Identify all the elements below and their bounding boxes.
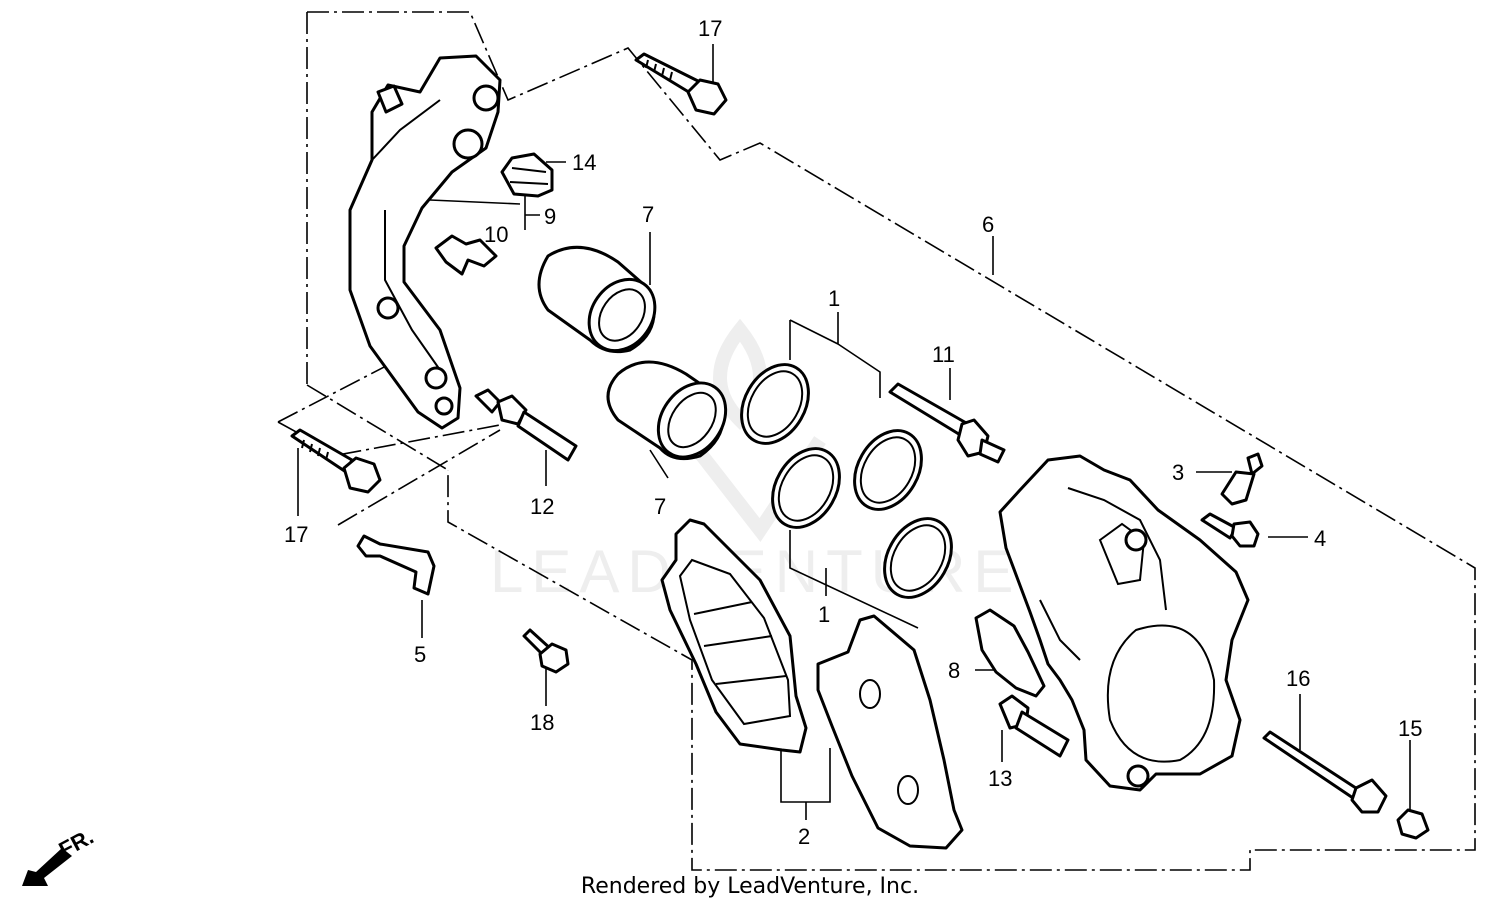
callout-9: 9 [544, 204, 556, 229]
callout-5: 5 [414, 642, 426, 667]
callout-15: 15 [1398, 716, 1422, 741]
callout-7-lower: 7 [654, 494, 666, 519]
footer-credit: Rendered by LeadVenture, Inc. [580, 874, 920, 899]
callout-4: 4 [1314, 526, 1326, 551]
bleeder-valve [1220, 452, 1264, 506]
pin-boot [500, 152, 554, 198]
piston-seal-set [740, 363, 953, 599]
callout-2: 2 [798, 824, 810, 849]
callout-17-lower: 17 [284, 522, 308, 547]
brake-pad-outer [660, 518, 808, 754]
callout-1-upper: 1 [828, 286, 840, 311]
callout-12: 12 [530, 494, 554, 519]
pin-bolt-11 [888, 382, 1006, 464]
callout-13: 13 [988, 766, 1012, 791]
callout-7-upper: 7 [642, 202, 654, 227]
piston-upper [537, 245, 657, 354]
pin-bolt-12 [474, 388, 578, 462]
bleeder-cap [1200, 512, 1260, 548]
bolt-17-lower [290, 428, 382, 494]
piston-lower [606, 360, 728, 461]
callout-18: 18 [530, 710, 554, 735]
callout-11: 11 [932, 342, 955, 367]
leader-lines [297, 44, 1411, 820]
bolt-17-upper [634, 52, 728, 116]
pad-pin [1262, 730, 1388, 814]
pad-pin-plug [1396, 808, 1430, 840]
pad-shim [974, 608, 1046, 698]
callout-6: 6 [982, 212, 994, 237]
callout-10: 10 [484, 222, 508, 247]
callout-numbers: 17 14 9 10 7 6 1 11 3 12 7 17 4 1 5 8 16… [284, 16, 1422, 849]
bolt-18 [522, 628, 570, 674]
caliper-body [998, 454, 1250, 792]
callout-14: 14 [572, 150, 596, 175]
bolt-13 [998, 694, 1070, 758]
callout-16: 16 [1286, 666, 1310, 691]
pad-spring [356, 534, 436, 596]
callout-8: 8 [948, 658, 960, 683]
caliper-bracket [348, 54, 502, 430]
callout-1-lower: 1 [818, 602, 830, 627]
pad-retainer-clip [434, 234, 498, 276]
callout-17-upper: 17 [698, 16, 722, 41]
brake-pad-inner [816, 614, 964, 850]
callout-3: 3 [1172, 460, 1184, 485]
